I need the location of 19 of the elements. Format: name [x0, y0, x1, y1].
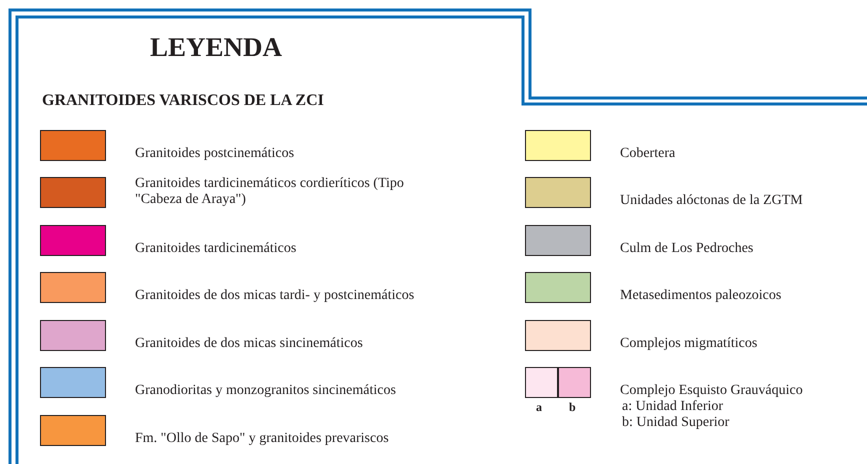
subtitle: GRANITOIDES VARISCOS DE LA ZCI	[42, 92, 324, 110]
legend-label: Granitoides postcinemáticos	[135, 146, 294, 162]
legend-label: Granodioritas y monzogranitos sincinemáticos	[135, 383, 396, 399]
legend-label: Granitoides de dos micas tardi- y postcinemáticos	[135, 288, 414, 304]
legend-label: Cobertera	[620, 146, 676, 162]
legend-label: Unidades alóctonas de la ZGTM	[620, 193, 803, 209]
legend-label: Granitoides tardicinemáticos cordieríticos (Tipo "Cabeza de Araya")	[135, 176, 405, 208]
legend-heading: Complejo Esquisto Grauváquico	[620, 383, 803, 399]
legend-label: Fm. "Ollo de Sapo" y granitoides prevariscos	[135, 431, 389, 447]
swatch-letter: b	[569, 400, 576, 414]
legend-title: LEYENDA	[150, 32, 282, 62]
swatch-letter: a	[536, 400, 542, 414]
legend-label: Granitoides de dos micas sincinemáticos	[135, 336, 363, 352]
legend-label: Culm de Los Pedroches	[620, 241, 754, 257]
legend-label: Granitoides tardicinemáticos	[135, 241, 296, 257]
legend-label: Metasedimentos paleozoicos	[620, 288, 782, 304]
legend-label: Complejos migmatíticos	[620, 336, 758, 352]
legend-label: a: Unidad Inferior	[622, 399, 724, 415]
legend-label: b: Unidad Superior	[622, 415, 730, 431]
